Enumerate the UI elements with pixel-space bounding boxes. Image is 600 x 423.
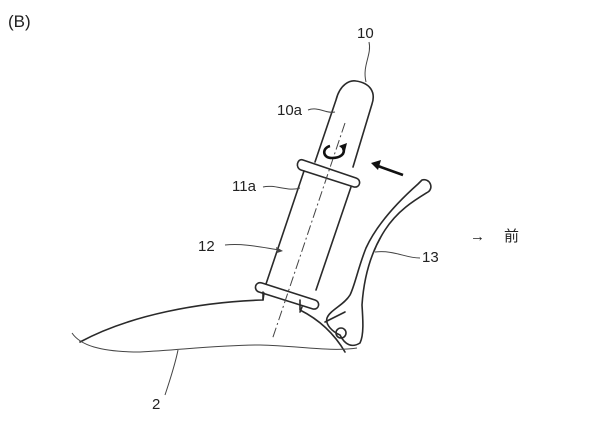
label-12: 12 — [198, 238, 215, 255]
body-bottom-edge — [71, 332, 358, 353]
leader-10 — [364, 41, 371, 83]
label-2: 2 — [152, 396, 161, 413]
lower-ring — [254, 281, 320, 310]
lever-bracket — [324, 311, 346, 323]
front-direction-label: 前 — [504, 228, 520, 245]
sleeve-tube-right — [315, 186, 352, 291]
label-10a: 10a — [277, 102, 303, 119]
push-arrow-icon — [377, 164, 404, 177]
leader-2 — [164, 349, 179, 396]
tube-base-left — [262, 292, 265, 301]
lever-pivot — [335, 327, 347, 339]
grip-tube — [314, 80, 374, 168]
label-10: 10 — [357, 25, 374, 42]
lever — [325, 178, 432, 347]
leader-12-arrowhead — [276, 247, 283, 253]
leader-11a — [262, 185, 301, 190]
upper-ring — [296, 158, 361, 188]
rotation-arrow-head — [339, 143, 347, 151]
tube-base-right — [299, 306, 303, 313]
front-direction-arrow-icon: → — [470, 228, 485, 245]
body-top-edge — [79, 291, 264, 343]
rotation-arrow-icon — [322, 144, 346, 160]
label-11a: 11a — [232, 178, 256, 195]
leader-12 — [224, 244, 281, 251]
leader-13 — [374, 251, 421, 259]
push-arrow-head — [371, 160, 381, 170]
leader-10a — [307, 108, 336, 113]
sleeve-tube-left — [265, 170, 305, 285]
figure-label: (B) — [8, 12, 31, 31]
label-13: 13 — [422, 249, 439, 266]
